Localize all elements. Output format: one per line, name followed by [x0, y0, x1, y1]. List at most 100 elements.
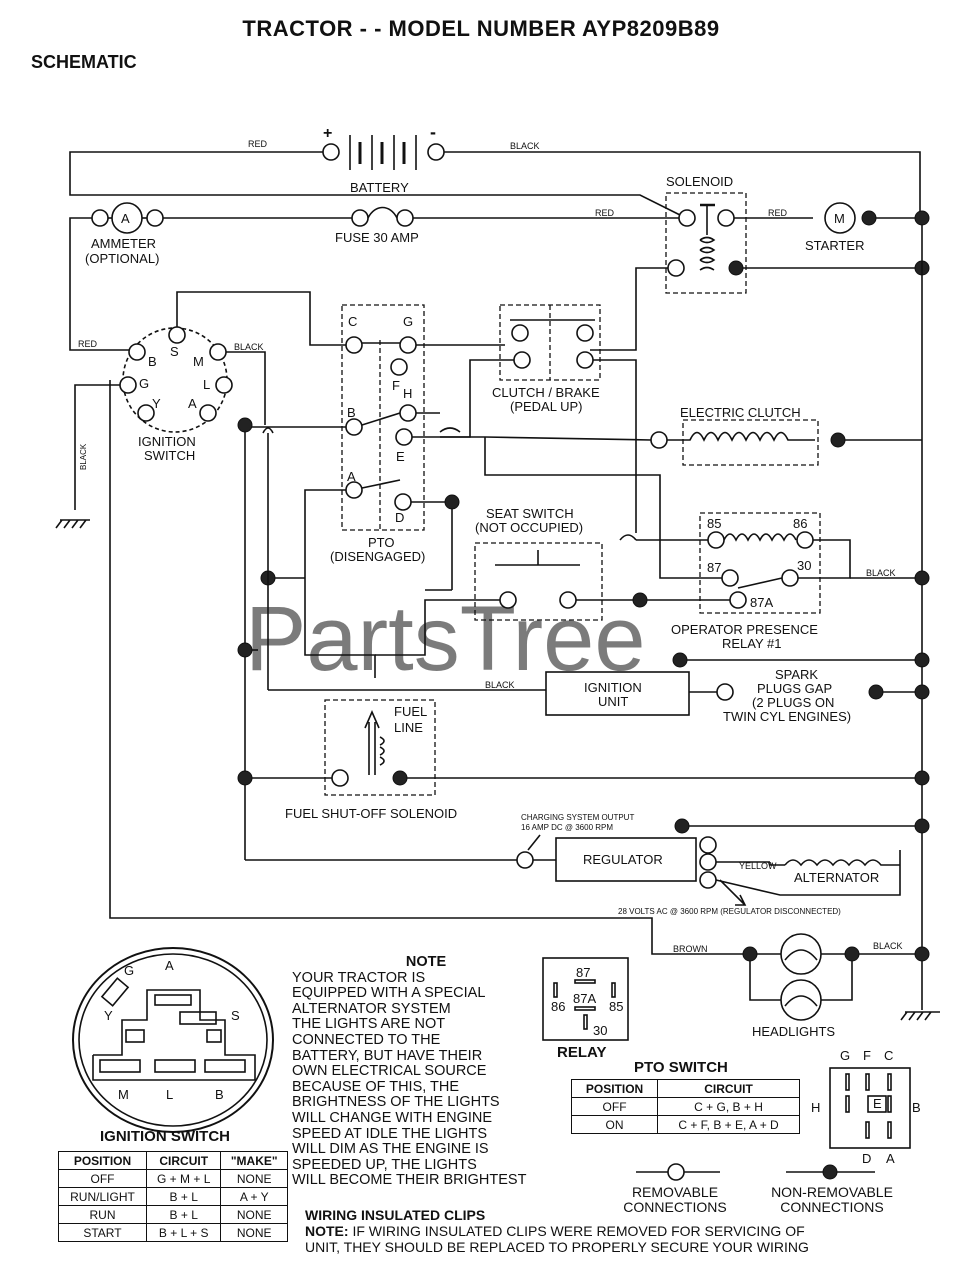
relay-pin-30: 30 [797, 558, 811, 573]
note-line: WILL CHANGE WITH ENGINE [292, 1109, 493, 1126]
table-row: OFF G + M + L NONE [58, 1169, 288, 1188]
ammeter-label: AMMETER [91, 236, 156, 251]
headlights: HEADLIGHTS [742, 933, 860, 1039]
pto-face-h: H [811, 1100, 820, 1115]
note-line: SPEEDED UP, THE LIGHTS [292, 1156, 477, 1173]
wire-label-brown: BROWN [673, 944, 708, 954]
relay-face-label: RELAY [557, 1044, 606, 1061]
note-line: ALTERNATOR SYSTEM [292, 1000, 451, 1017]
relay-face-86: 86 [551, 999, 565, 1014]
ignition-switch-label-2: SWITCH [144, 448, 195, 463]
wire-label-black-6: BLACK [873, 941, 903, 951]
ammeter-letter: A [121, 211, 130, 226]
legend-removable: REMOVABLE CONNECTIONS [610, 1185, 740, 1215]
table-cell: RUN/LIGHT [58, 1187, 147, 1206]
note-line: EQUIPPED WITH A SPECIAL [292, 985, 486, 1002]
battery: + - BATTERY [322, 122, 445, 195]
note-line: WILL BECOME THEIR BRIGHTEST [292, 1172, 527, 1189]
seat-switch: SEAT SWITCH (NOT OCCUPIED) [474, 506, 603, 621]
wire-label-red-4: RED [768, 208, 788, 218]
wire-label-black-2: BLACK [79, 443, 88, 470]
table-cell: B + L [145, 1187, 222, 1206]
wire-label-black-5: BLACK [485, 680, 515, 690]
spark-label-2: PLUGS GAP [757, 681, 832, 696]
fuel-line-label-1: FUEL [394, 704, 427, 719]
table-header: CIRCUIT [657, 1079, 800, 1098]
pto-pin-h: H [403, 386, 412, 401]
legend-nonremovable-symbol [786, 1164, 875, 1180]
legend-nonremovable: NON-REMOVABLE CONNECTIONS [752, 1185, 912, 1215]
legend-removable-line: CONNECTIONS [623, 1199, 727, 1215]
table-header: "MAKE" [220, 1151, 288, 1170]
battery-label: BATTERY [350, 180, 409, 195]
fuel-solenoid-label: FUEL SHUT-OFF SOLENOID [285, 806, 457, 821]
ign-pin-y: Y [152, 396, 161, 411]
wire-label-red-1: RED [248, 139, 268, 149]
pto-switch-table: POSITION CIRCUIT OFF C + G, B + H ON C +… [570, 1079, 800, 1134]
table-header: POSITION [58, 1151, 147, 1170]
wire-label-black-1: BLACK [510, 141, 540, 151]
ignition-switch-table: POSITION CIRCUIT "MAKE" OFF G + M + L NO… [58, 1151, 288, 1242]
pto-face: G F C H E B D A [811, 1048, 921, 1166]
relay-face-87a: 87A [573, 991, 596, 1006]
regulator: REGULATOR [555, 837, 697, 882]
ign-pin-b: B [148, 354, 157, 369]
ignition-table-title: IGNITION SWITCH [100, 1128, 230, 1145]
clutch-brake-label-2: (PEDAL UP) [510, 399, 582, 414]
note-line: WILL DIM AS THE ENGINE IS [292, 1141, 489, 1158]
electric-clutch-label: ELECTRIC CLUTCH [680, 405, 801, 420]
ign-face-pin-y: Y [104, 1008, 113, 1023]
clutch-brake-switch: CLUTCH / BRAKE (PEDAL UP) [492, 304, 601, 414]
note-line: BRIGHTNESS OF THE LIGHTS [292, 1094, 500, 1111]
op-relay-label-1: OPERATOR PRESENCE [671, 622, 818, 637]
charging-label-1: CHARGING SYSTEM OUTPUT [521, 813, 634, 822]
pto-pin-g: G [403, 314, 413, 329]
ignition-switch-face: G A Y S M L B [72, 947, 274, 1133]
watermark: PartsTree [245, 588, 645, 690]
wire-label-red-3: RED [78, 339, 98, 349]
wiring-note-text: IF WIRING INSULATED CLIPS WERE REMOVED F… [348, 1223, 805, 1239]
alternator-label: ALTERNATOR [794, 870, 879, 885]
table-header-row: POSITION CIRCUIT [570, 1079, 800, 1098]
table-cell: OFF [570, 1097, 659, 1116]
wiring-clips-note: WIRING INSULATED CLIPS NOTE: IF WIRING I… [305, 1207, 809, 1255]
pto-pin-b: B [347, 405, 356, 420]
pto-pin-f: F [392, 378, 400, 393]
fuse: FUSE 30 AMP [335, 206, 419, 245]
legend-removable-symbol [636, 1163, 720, 1181]
wiring-note-label: NOTE: [305, 1223, 349, 1239]
battery-plus: + [323, 125, 332, 142]
spark-label-3: (2 PLUGS ON [752, 695, 834, 710]
relay-face-87: 87 [576, 965, 590, 980]
note-line: SPEED AT IDLE THE LIGHTS [292, 1125, 488, 1142]
legend-removable-line: REMOVABLE [631, 1184, 719, 1200]
table-cell: A + Y [220, 1187, 288, 1206]
spark-label-1: SPARK [775, 667, 818, 682]
alternator-note: NOTE YOUR TRACTOR IS EQUIPPED WITH A SPE… [292, 954, 552, 1189]
regulator-label: REGULATOR [583, 852, 663, 867]
pto-table-title: PTO SWITCH [634, 1059, 728, 1076]
ignition-unit-label-1: IGNITION [584, 680, 642, 695]
pto-pin-a: A [347, 469, 356, 484]
alt-volts-label: 28 VOLTS AC @ 3600 RPM (REGULATOR DISCON… [618, 907, 841, 916]
pto-face-f: F [863, 1048, 871, 1063]
table-cell: RUN [58, 1205, 147, 1224]
note-line: CONNECTED TO THE [292, 1031, 441, 1048]
note-line: BATTERY, BUT HAVE THEIR [292, 1047, 483, 1064]
pto-label-1: PTO [368, 535, 395, 550]
electric-clutch: ELECTRIC CLUTCH [650, 405, 846, 466]
table-cell: C + F, B + E, A + D [657, 1115, 800, 1134]
relay-face: 87 86 87A 85 30 RELAY [542, 957, 629, 1061]
wire-label-yellow: YELLOW [739, 861, 777, 871]
ign-pin-m: M [193, 354, 204, 369]
fuse-label: FUSE 30 AMP [335, 230, 419, 245]
ign-face-pin-a: A [165, 958, 174, 973]
table-header: POSITION [570, 1079, 659, 1098]
battery-minus: - [430, 122, 436, 142]
legend-nonremovable-line: CONNECTIONS [780, 1199, 884, 1215]
table-cell: NONE [220, 1169, 288, 1188]
legend-nonremovable-line: NON-REMOVABLE [771, 1184, 893, 1200]
ign-pin-g: G [139, 376, 149, 391]
wire-label-black-3: BLACK [234, 342, 264, 352]
